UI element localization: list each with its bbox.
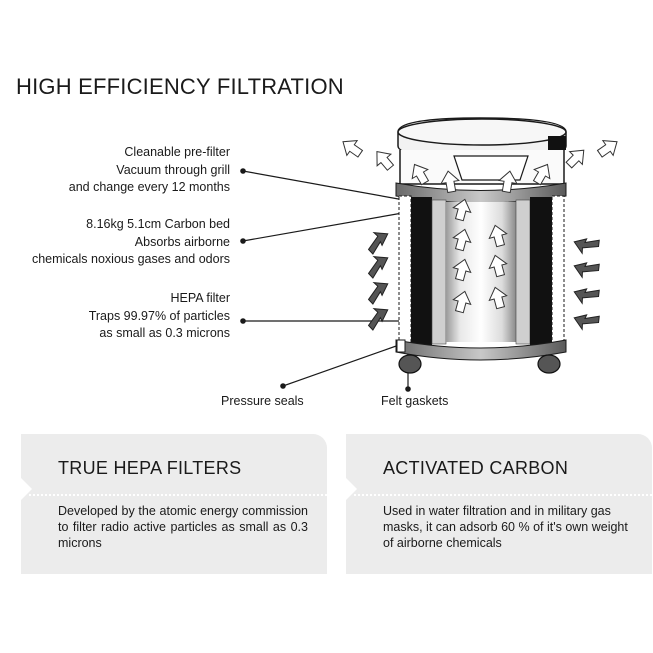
hepa-leader-dot — [240, 318, 246, 324]
intake-arrows-left — [362, 227, 394, 332]
carbon-line-1: 8.16kg 5.1cm Carbon bed — [86, 217, 230, 231]
pressure-seal — [396, 339, 406, 353]
prefilter-callout: Cleanable pre-filter Vacuum through gril… — [69, 144, 230, 197]
page-title: HIGH EFFICIENCY FILTRATION — [16, 74, 344, 99]
gaskets-leader-dot — [405, 386, 411, 392]
pressure-seals-label: Pressure seals — [221, 394, 304, 408]
intake-arrow-icon — [570, 230, 602, 259]
intake-arrow-icon — [570, 306, 602, 335]
hepa-filter-right — [515, 199, 531, 345]
card-notch — [346, 478, 357, 500]
intake-arrow-icon — [362, 227, 394, 256]
seals-leader — [282, 344, 400, 387]
bottom-rim — [395, 339, 567, 361]
prefilter-line-1: Cleanable pre-filter — [124, 145, 230, 159]
grill-outlet — [453, 155, 529, 181]
hepa-callout: HEPA filter Traps 99.97% of particles as… — [89, 290, 230, 343]
carbon-card-text: Used in water filtration and in military… — [383, 504, 628, 550]
hepa-info-card: TRUE HEPA FILTERS Developed by the atomi… — [21, 434, 327, 574]
prefilter-right — [551, 195, 565, 347]
hepa-line-3: as small as 0.3 microns — [99, 326, 230, 340]
carbon-callout: 8.16kg 5.1cm Carbon bed Absorbs airborne… — [32, 216, 230, 269]
intake-arrow-icon — [570, 254, 602, 283]
intake-arrows-right — [570, 230, 602, 335]
outflow-arrow-icon — [337, 133, 366, 162]
hepa-card-title: TRUE HEPA FILTERS — [58, 458, 242, 478]
wheel-right — [537, 354, 561, 374]
lid-top — [397, 118, 567, 146]
intake-arrow-icon — [362, 303, 394, 332]
felt-gaskets-label: Felt gaskets — [381, 394, 449, 408]
intake-arrow-icon — [362, 277, 394, 306]
carbon-info-card: ACTIVATED CARBON Used in water filtratio… — [346, 434, 652, 574]
prefilter-leader — [242, 170, 405, 201]
intake-arrow-icon — [362, 251, 394, 280]
prefilter-line-2: Vacuum through grill — [116, 162, 230, 177]
outflow-arrow-icon — [562, 143, 591, 172]
purifier-body — [395, 117, 567, 374]
carbon-leader-dot — [240, 238, 246, 244]
lid-handle — [548, 136, 566, 150]
carbon-line-3: chemicals noxious gases and odors — [31, 252, 230, 266]
wheel-left — [398, 354, 422, 374]
card-divider — [29, 494, 327, 496]
outflow-arrow-icon — [369, 145, 398, 174]
prefilter-leader-dot — [240, 168, 246, 174]
carbon-leader — [242, 210, 415, 242]
carbon-bed-right — [530, 197, 552, 345]
hepa-filter-left — [431, 199, 447, 345]
card-notch — [21, 478, 32, 500]
carbon-line-2: Absorbs airborne — [134, 234, 230, 249]
hepa-line-2: Traps 99.97% of particles — [88, 308, 230, 323]
carbon-card-title: ACTIVATED CARBON — [383, 458, 569, 478]
outflow-arrow-icon — [594, 133, 623, 162]
hepa-card-text: Developed by the atomic energy commissio… — [58, 504, 308, 550]
seals-leader-dot — [280, 383, 286, 389]
prefilter-line-3: and change every 12 months — [68, 180, 230, 194]
card-divider — [354, 494, 652, 496]
prefilter-left — [398, 195, 412, 347]
hepa-line-1: HEPA filter — [170, 291, 230, 305]
center-column — [446, 202, 516, 342]
intake-arrow-icon — [570, 280, 602, 309]
carbon-bed-left — [411, 197, 432, 345]
